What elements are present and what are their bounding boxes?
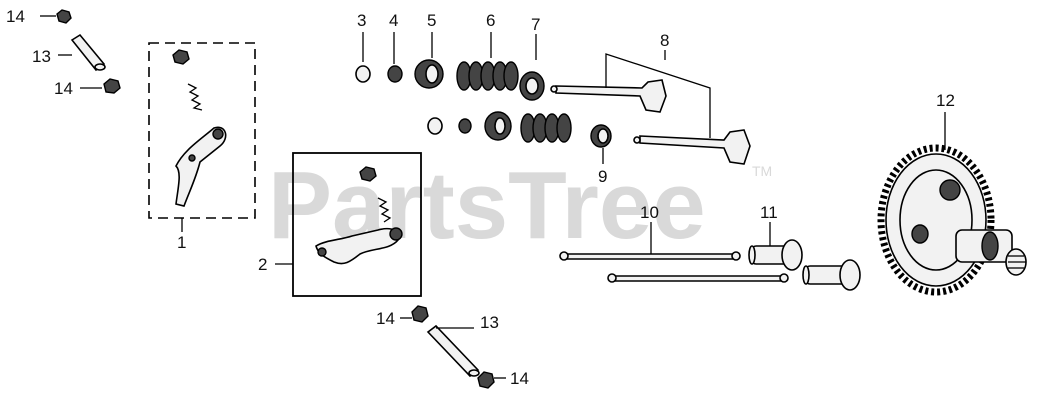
valve-cotter-3[interactable] (355, 32, 371, 83)
trademark-mark: TM (752, 163, 772, 179)
rocker-arm-group-box-1 (148, 42, 256, 219)
valve-seal-7[interactable] (519, 34, 545, 101)
valve-cotter-lower[interactable] (427, 117, 443, 135)
rocker-nut-1[interactable] (172, 49, 190, 65)
callout-6[interactable]: 6 (486, 11, 495, 30)
callout-13-bottom[interactable]: 13 (480, 313, 499, 332)
callout-4[interactable]: 4 (389, 11, 398, 30)
nut-bottom-lower[interactable] (477, 371, 506, 389)
callout-11[interactable]: 11 (760, 203, 778, 222)
callout-1[interactable]: 1 (177, 233, 186, 252)
callout-14-left[interactable]: 14 (54, 79, 73, 98)
callout-2[interactable]: 2 (258, 255, 267, 274)
callout-12[interactable]: 12 (936, 91, 955, 110)
tappet-lower[interactable] (802, 259, 861, 291)
spring-retainer-5[interactable] (414, 32, 444, 89)
callout-14-top[interactable]: 14 (6, 7, 25, 26)
callout-8[interactable]: 8 (660, 31, 669, 50)
spring-retainer-lower[interactable] (484, 111, 512, 141)
pin-top-left[interactable] (58, 33, 106, 72)
valve-cap-lower[interactable] (458, 118, 472, 134)
valve-spring-lower[interactable] (520, 113, 572, 143)
valve-spring-6[interactable] (456, 32, 519, 91)
camshaft-gear[interactable] (877, 144, 1027, 296)
callout-5[interactable]: 5 (427, 11, 436, 30)
callout-9[interactable]: 9 (598, 167, 607, 186)
leader-8 (605, 53, 711, 138)
push-rod-upper[interactable] (559, 251, 741, 261)
exhaust-valve[interactable] (633, 129, 751, 165)
callout-14-bottom-upper[interactable]: 14 (376, 309, 395, 328)
valve-seal-9[interactable] (590, 124, 612, 164)
nut-bottom-upper[interactable] (400, 305, 429, 323)
nut-top-left[interactable] (40, 9, 72, 24)
callout-10[interactable]: 10 (640, 203, 659, 222)
intake-valve[interactable] (550, 79, 667, 113)
rocker-arm-group-box-2 (292, 152, 422, 297)
pin-bottom[interactable] (426, 324, 480, 378)
rocker-nut-2[interactable] (359, 166, 377, 182)
rocker-spring-2[interactable] (377, 197, 392, 223)
rocker-arm-1[interactable] (175, 126, 227, 207)
nut-top-left-lower[interactable] (80, 78, 121, 94)
callout-7[interactable]: 7 (531, 15, 540, 34)
rocker-spring-1[interactable] (187, 83, 203, 111)
valve-cap-4[interactable] (387, 32, 403, 83)
push-rod-lower[interactable] (607, 273, 789, 283)
callout-13-top[interactable]: 13 (32, 47, 51, 66)
callout-14-bottom-lower[interactable]: 14 (510, 369, 529, 388)
callout-3[interactable]: 3 (357, 11, 366, 30)
tappet-upper[interactable] (748, 239, 803, 271)
rocker-arm-2[interactable] (315, 227, 403, 265)
